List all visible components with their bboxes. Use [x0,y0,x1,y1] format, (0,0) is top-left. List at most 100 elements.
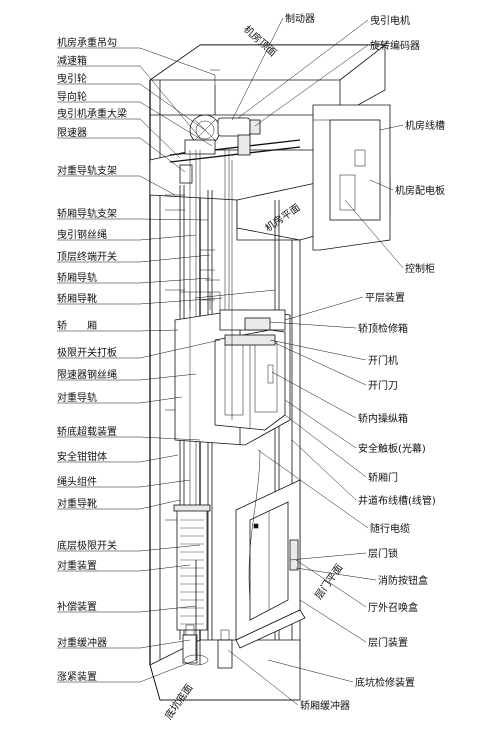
left-label: 安全钳钳体 [57,450,107,463]
left-leader-line [57,234,197,241]
left-label: 对重导轨支架 [57,164,117,177]
right-label: 曳引电机 [370,14,410,27]
right-label: 轿厢门 [368,471,398,484]
left-label: 底层极限开关 [57,539,117,552]
left-leader-line [57,499,181,510]
left-label: 轿厢导轨 [57,271,97,284]
left-label: 限速器 [57,127,87,139]
right-leader-line [257,449,369,529]
left-leader-line [57,454,179,463]
right-label: 轿顶检修箱 [358,322,408,335]
right-leader-line [295,559,367,608]
left-label: 绳头组件 [57,475,97,488]
right-label: 消防按钮盒 [378,574,428,587]
counterweight [173,504,211,631]
left-label: 曳引轮 [57,72,87,85]
left-leader-line [57,47,216,76]
right-label: 轿内操纵箱 [358,412,408,425]
left-label: 轿底超载装置 [57,425,117,438]
left-label: 对重装置 [57,559,97,572]
left-leader-line [57,218,209,221]
right-label: 开门刀 [368,379,398,392]
right-label: 旋转编码器 [370,39,420,52]
right-leader-line [267,659,354,683]
left-leader-line [57,373,197,381]
left-leader-line [57,175,176,196]
left-label: 限速器钢丝绳 [57,368,117,381]
left-leader-line [57,339,221,359]
right-leader-line [269,321,357,329]
right-leader-line [284,414,367,478]
right-label: 随行电缆 [370,522,410,535]
left-label: 顶层终端开关 [57,250,117,263]
right-label: 机房线槽 [405,119,445,132]
right-leader-line [237,19,369,119]
left-leader-line [57,564,191,572]
right-leader-line [274,342,367,386]
right-leader-line [291,439,357,501]
left-leader-line [57,118,181,159]
left-label: 对重导轨 [57,391,97,404]
machine-room-control-box [312,104,391,251]
left-leader-line [57,436,201,441]
right-label: 开门机 [368,354,398,367]
left-leader-line [57,254,211,263]
left-label: 对重缓冲器 [57,636,107,649]
right-leader-line [369,179,394,191]
left-leader-line [57,277,211,284]
left-label: 极限开关打板 [57,346,117,359]
right-label: 安全触板(光幕) [358,442,426,455]
left-label: 涨紧装置 [57,670,97,683]
left-label: 轿厢导轨支架 [57,207,117,220]
left-leader-line [57,396,183,404]
right-label: 井道布线槽(线管) [358,494,436,507]
right-label: 平层装置 [365,291,405,304]
left-label-group: 机房承重吊勾减速箱曳引轮导向轮曳引机承重大梁限速器对重导轨支架轿厢导轨支架曳引钢… [57,36,223,683]
left-label: 减速箱 [57,54,87,67]
right-leader-line [379,124,404,131]
left-leader-line [57,659,197,683]
left-leader-line [57,639,191,649]
left-label: 导向轮 [57,90,87,103]
left-label: 曳引钢丝绳 [57,228,107,241]
right-leader-line [284,399,357,449]
left-label: 轿厢导靴 [57,292,97,305]
left-label: 对重导靴 [57,497,97,510]
right-leader-line [295,567,377,581]
left-leader-line [57,329,179,332]
right-label: 底坑检修装置 [355,676,415,689]
left-leader-line [57,137,186,173]
right-label: 制动器 [285,12,315,25]
right-leader-line [227,649,299,706]
left-leader-line [57,83,206,131]
landing-door-assembly [235,479,306,649]
left-leader-line [57,544,201,552]
right-leader-line [271,371,357,419]
right-leader-line [344,199,404,269]
left-label: 机房承重吊勾 [57,36,117,49]
left-leader-line [57,297,223,305]
left-label: 补偿装置 [57,600,97,613]
cables [189,150,261,601]
right-label: 控制柜 [405,262,435,275]
pit-equipment [182,560,233,669]
rotated-plane-label: 层门平面 [312,561,346,601]
left-leader-line [57,101,213,147]
left-label: 轿 厢 [57,319,97,332]
traction-machine [169,69,301,184]
right-label: 厅外召唤盒 [368,601,418,614]
right-leader-line [269,339,367,361]
left-leader-line [57,479,191,488]
left-leader-line [57,605,197,613]
right-leader-line [299,599,367,643]
left-label: 曳引机承重大梁 [57,107,127,120]
right-leader-line [254,44,369,127]
right-label-group: 制动器 曳引电机旋转编码器机房线槽机房配电板控制柜平层装置轿顶检修箱开门机开门刀轿… [227,12,445,712]
right-label: 层门锁 [368,547,398,560]
right-leader-line [289,552,367,561]
right-label: 机房配电板 [395,184,445,197]
right-leader-line [231,17,284,121]
right-leader-line [284,296,364,321]
